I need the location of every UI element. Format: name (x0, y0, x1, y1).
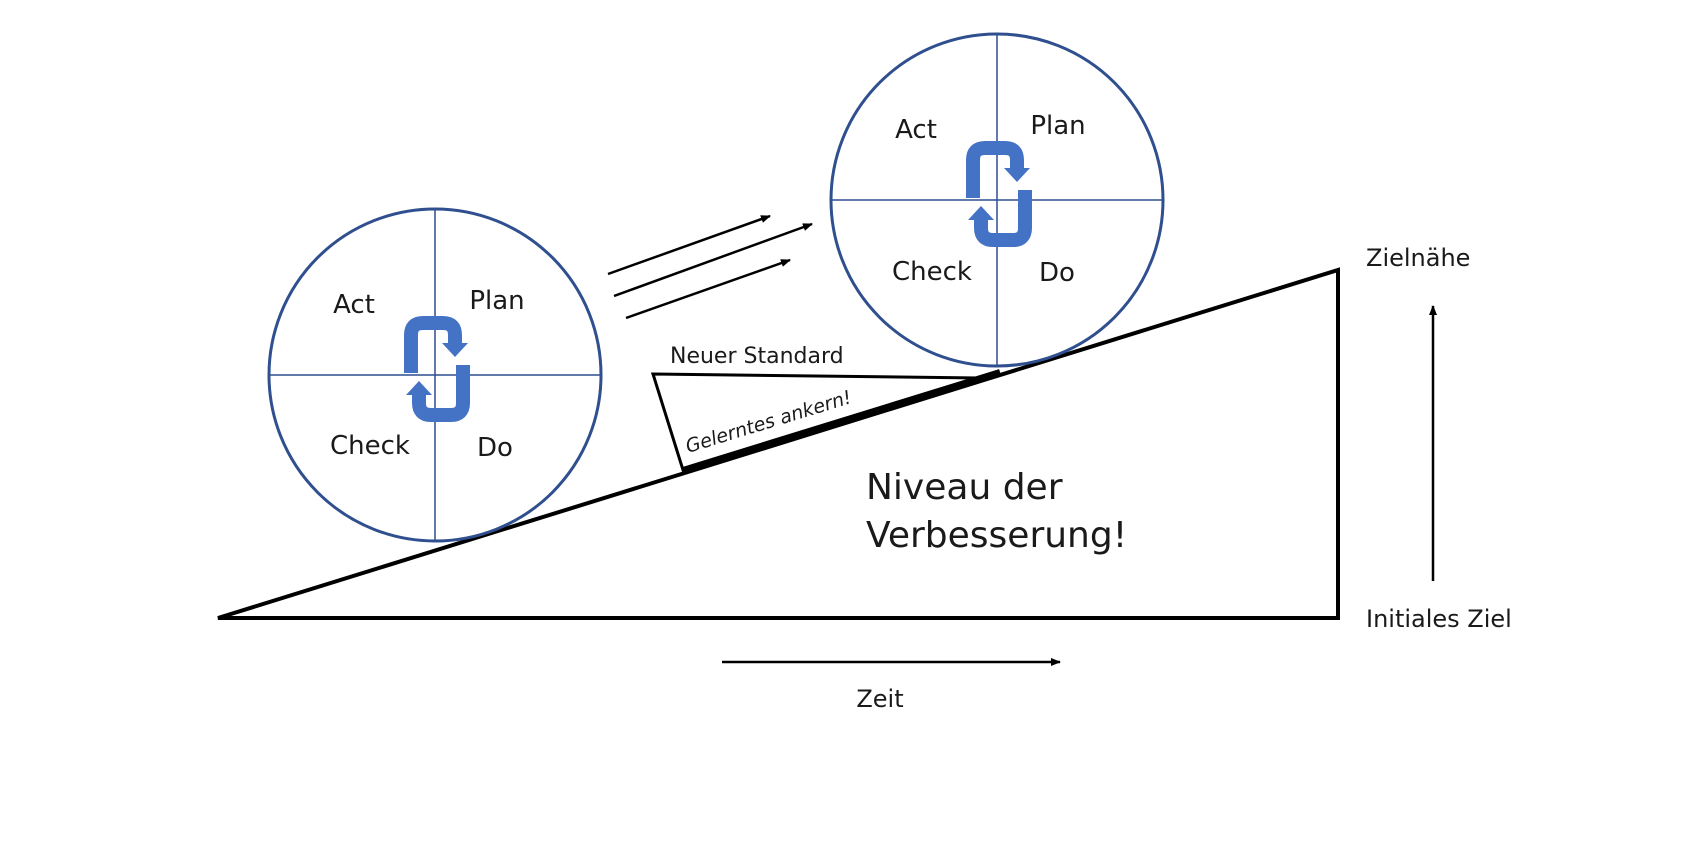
check-label: Check (330, 431, 410, 461)
anchor-line (682, 369, 1001, 473)
do-label: Do (1039, 258, 1075, 288)
act-label: Act (895, 115, 937, 145)
new-standard-wedge (650, 372, 981, 472)
improvement-wedge (217, 267, 1340, 620)
level-label-line2: Verbesserung! (866, 515, 1127, 556)
pdca-circle-left: Act Plan Check Do (267, 207, 603, 543)
plan-label: Plan (469, 286, 524, 316)
pdca-circle-right: Act Plan Check Do (829, 32, 1165, 368)
time-label: Zeit (856, 685, 903, 713)
level-label-line1: Niveau der (866, 467, 1063, 508)
new-standard-label: Neuer Standard (670, 344, 844, 369)
motion-arrow-3 (625, 258, 791, 320)
motion-arrow-2 (613, 222, 813, 298)
do-label: Do (477, 433, 513, 463)
plan-label: Plan (1030, 111, 1085, 141)
goal-initial-label: Initiales Ziel (1366, 605, 1512, 633)
motion-arrow-1 (607, 214, 771, 276)
check-label: Check (892, 257, 972, 287)
act-label: Act (333, 290, 375, 320)
goal-top-label: Zielnähe (1366, 244, 1470, 272)
